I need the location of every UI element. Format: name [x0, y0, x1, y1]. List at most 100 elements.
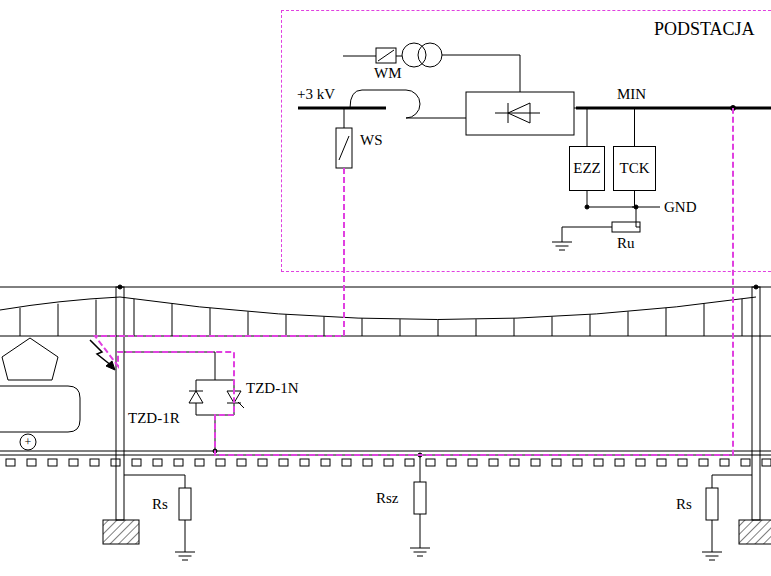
dropper — [248, 311, 249, 336]
ground-symbol — [410, 548, 430, 549]
resistor-name: Rsz — [376, 490, 399, 507]
sleeper — [384, 459, 393, 466]
ground-symbol — [417, 556, 423, 557]
sleeper — [300, 459, 309, 466]
ground-symbol — [709, 560, 715, 561]
sleeper — [48, 459, 57, 466]
dropper — [210, 308, 211, 336]
dropper — [514, 318, 515, 336]
ground-symbol — [552, 242, 572, 243]
sleeper — [573, 459, 582, 466]
feeder-breaker — [336, 128, 352, 168]
sleeper — [132, 459, 141, 466]
transformer-winding — [402, 43, 426, 67]
dropper — [742, 299, 743, 336]
sleeper — [615, 459, 624, 466]
sleeper — [195, 459, 204, 466]
earth-wire — [420, 455, 421, 482]
sleeper — [363, 459, 372, 466]
equipment-box: EZZ — [569, 146, 605, 191]
sleeper — [111, 459, 120, 466]
sleeper — [153, 459, 162, 466]
bus-connection — [587, 191, 635, 207]
sleeper — [174, 459, 183, 466]
dropper — [704, 304, 705, 336]
rail — [0, 451, 771, 452]
ground-symbol — [559, 250, 565, 251]
box-label: TCK — [620, 160, 650, 177]
rectifier-wire — [420, 118, 466, 119]
region-title: PODSTACJA — [654, 19, 755, 40]
earth-wire — [420, 514, 421, 548]
dropper — [628, 311, 629, 336]
ground-symbol — [175, 552, 195, 553]
dropper — [286, 314, 287, 336]
device-name: WM — [374, 65, 402, 82]
bus-name: MIN — [617, 86, 646, 103]
transformer-wire — [442, 55, 520, 92]
dropper — [58, 304, 59, 336]
sleeper — [489, 459, 498, 466]
resistor-symbol — [706, 488, 718, 520]
dropper — [400, 319, 401, 336]
sleeper — [468, 459, 477, 466]
wheel — [20, 434, 36, 450]
junction-dot — [754, 285, 758, 289]
catenary-sag — [0, 297, 120, 310]
mast-foundation — [739, 520, 771, 544]
ground-wire — [636, 207, 640, 227]
sleeper — [426, 459, 435, 466]
bus-name: GND — [664, 199, 697, 216]
sleeper — [69, 459, 78, 466]
breaker-contact — [378, 50, 394, 61]
device-name: TZD-1N — [246, 380, 299, 397]
resistor-symbol — [414, 482, 426, 514]
diode-symbol — [508, 103, 530, 123]
dropper — [666, 308, 667, 336]
ground-wire — [562, 227, 612, 242]
mast — [752, 287, 760, 520]
sleeper — [657, 459, 666, 466]
feeder-wire — [396, 56, 402, 57]
ground-symbol — [414, 552, 427, 553]
sleeper — [762, 459, 771, 466]
substation-region: PODSTACJA EZZ TCK — [281, 10, 771, 272]
resistor-name: Rs — [676, 496, 692, 513]
sleeper — [405, 459, 414, 466]
feeder-wire — [344, 108, 345, 128]
dropper — [324, 317, 325, 336]
dropper — [172, 304, 173, 336]
sleeper — [594, 459, 603, 466]
bus-connection — [587, 108, 635, 146]
dropper — [476, 319, 477, 336]
dropper — [590, 314, 591, 336]
device-name: TZD-1R — [128, 410, 180, 427]
fault-current-path — [95, 108, 733, 455]
ground-symbol — [179, 556, 192, 557]
box-label: EZZ — [573, 160, 601, 177]
earth-wire — [124, 475, 185, 488]
dropper — [96, 300, 97, 336]
resistor-name: Ru — [617, 235, 635, 252]
resistor-symbol — [179, 488, 191, 520]
sleeper — [258, 459, 267, 466]
tzd-wire — [196, 380, 234, 381]
breaker-symbol — [376, 48, 396, 63]
sleeper — [510, 459, 519, 466]
sleeper — [636, 459, 645, 466]
polarity-sign: + — [25, 436, 32, 448]
diode-symbol — [189, 391, 203, 392]
sleeper — [6, 459, 15, 466]
diode-symbol — [495, 113, 540, 114]
junction-dot — [118, 285, 122, 289]
mast — [116, 287, 124, 520]
ground-symbol — [556, 246, 569, 247]
smoothing-reactor — [350, 90, 420, 118]
earth-wire — [712, 475, 752, 488]
resistor-name: Rs — [152, 496, 168, 513]
dropper — [438, 320, 439, 337]
dropper — [134, 299, 135, 336]
sleeper — [552, 459, 561, 466]
sleeper — [678, 459, 687, 466]
